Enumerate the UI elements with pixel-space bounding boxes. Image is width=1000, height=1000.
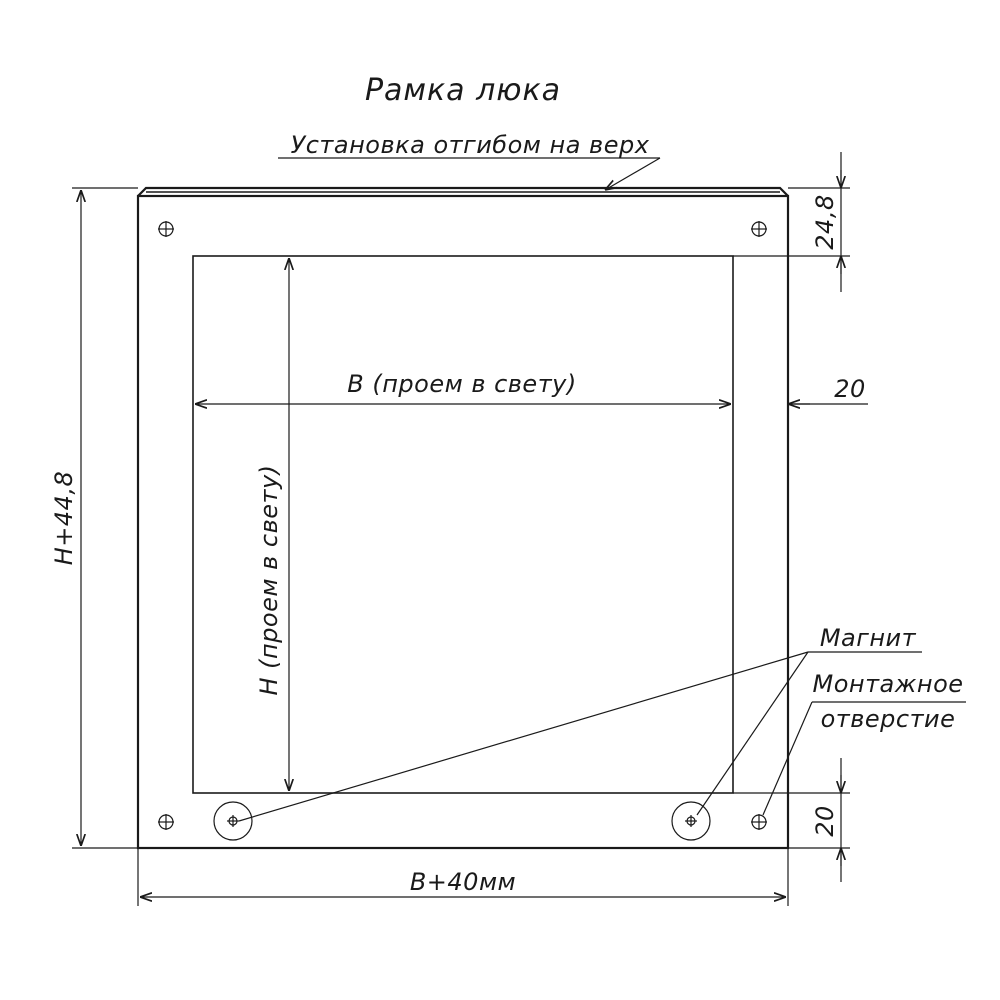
dimension-overall-width-label: B+40мм bbox=[410, 868, 516, 896]
mount-hole-label-line2: отверстие bbox=[821, 705, 956, 733]
mount-hole bbox=[158, 221, 174, 237]
mount-hole bbox=[751, 221, 767, 237]
mount-hole-label-line1: Монтажное bbox=[812, 670, 963, 698]
dimension-opening-width-label: B (проем в свету) bbox=[347, 370, 577, 398]
magnet-label: Магнит bbox=[820, 624, 917, 652]
dimension-opening-height: H (проем в свету) bbox=[255, 258, 289, 791]
mount-hole-leader bbox=[762, 701, 813, 816]
dimension-overall-height: H+44,8 bbox=[50, 187, 138, 849]
dimension-overall-height-label: H+44,8 bbox=[50, 471, 78, 566]
frame-outer-outline bbox=[136, 194, 790, 850]
frame-body bbox=[136, 186, 790, 850]
frame-top-flange bbox=[137, 186, 789, 197]
magnet bbox=[213, 801, 253, 841]
dimension-top-offset-value: 24,8 bbox=[811, 194, 839, 249]
dimension-opening-height-label: H (проем в свету) bbox=[255, 464, 283, 695]
dimension-bottom-offset: 20 bbox=[733, 758, 850, 882]
magnet-leader bbox=[696, 651, 809, 816]
install-note-label: Установка отгибом на верх bbox=[291, 131, 650, 159]
magnet bbox=[671, 801, 711, 841]
dimension-side-offset-value: 20 bbox=[834, 375, 866, 403]
mount-hole-callout: Монтажное отверстие bbox=[762, 670, 966, 816]
dimension-overall-width: B+40мм bbox=[137, 848, 789, 906]
install-note-leader bbox=[605, 157, 661, 190]
dimension-opening-width: B (проем в свету) bbox=[195, 370, 731, 404]
magnet-leader bbox=[238, 651, 809, 822]
dimension-top-offset: 24,8 bbox=[733, 152, 850, 292]
mount-hole bbox=[751, 814, 767, 830]
frame-opening bbox=[192, 255, 734, 794]
magnet-callout: Магнит bbox=[238, 624, 922, 822]
dimension-bottom-offset-value: 20 bbox=[811, 805, 839, 837]
mount-hole bbox=[158, 814, 174, 830]
drawing-title: Рамка люка bbox=[365, 73, 561, 108]
dimension-side-offset: 20 bbox=[788, 375, 868, 404]
